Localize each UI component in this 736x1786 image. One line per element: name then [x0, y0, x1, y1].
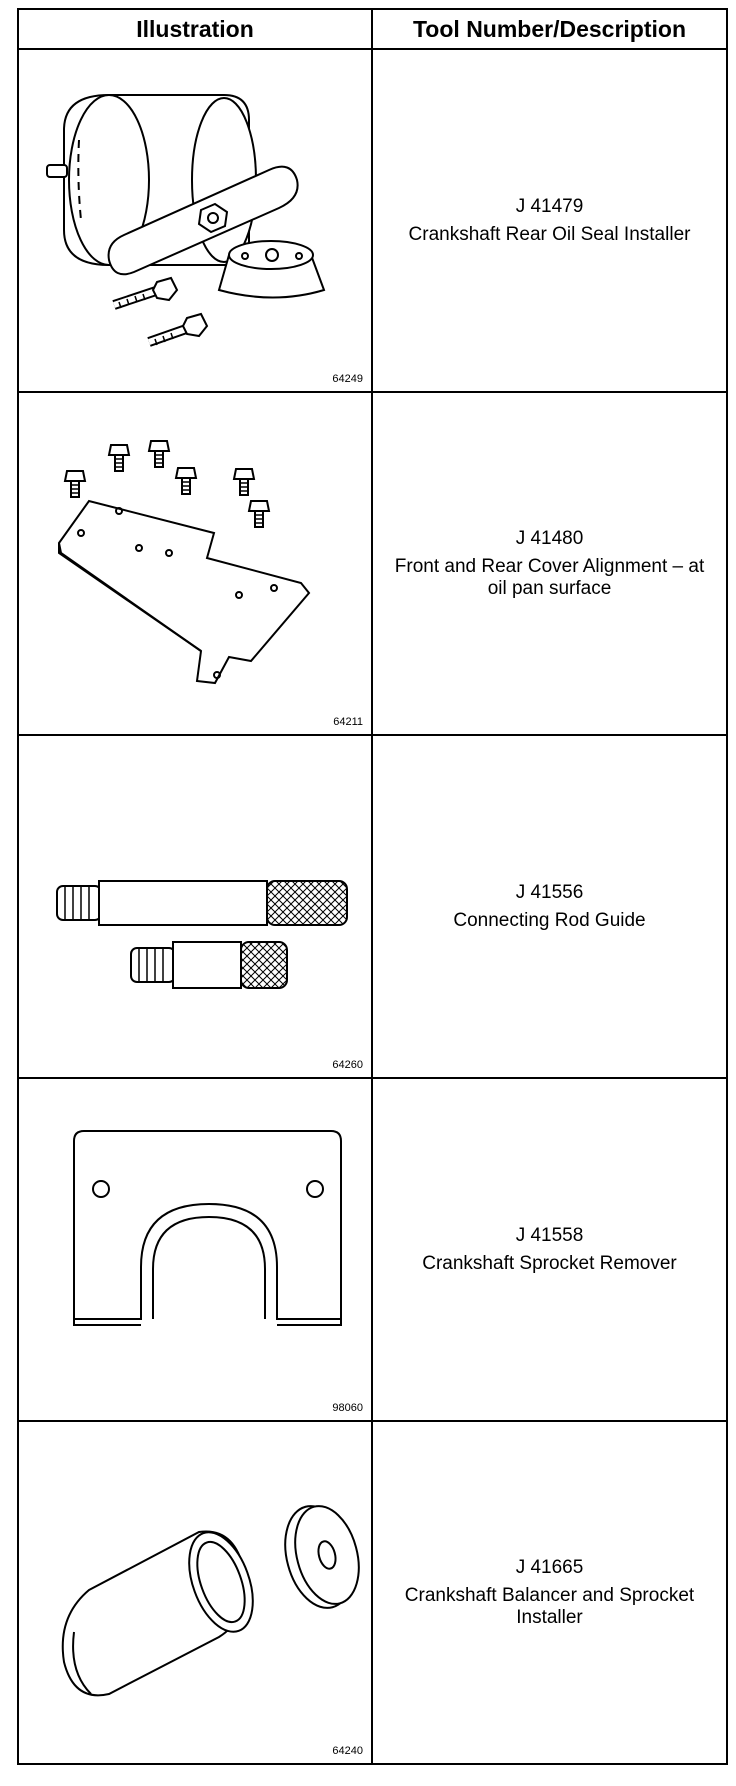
illustration-cell: 64260 [17, 734, 373, 1079]
illustration-cell: 64211 [17, 391, 373, 736]
tool-description: Crankshaft Sprocket Remover [422, 1252, 677, 1274]
tool-description-cell: J 41665 Crankshaft Balancer and Sprocket… [371, 1420, 728, 1765]
special-tools-table: Illustration Tool Number/Description [17, 8, 728, 1765]
tool-number: J 41479 [515, 195, 584, 217]
tool-number: J 41480 [515, 527, 584, 549]
tool-number: J 41558 [515, 1224, 584, 1246]
figure-number: 64240 [332, 1745, 363, 1757]
illustration-header: Illustration [17, 8, 373, 50]
figure-number: 64249 [332, 373, 363, 385]
tool-description: Crankshaft Rear Oil Seal Installer [408, 223, 691, 245]
rod-guide-icon [56, 880, 348, 989]
table-row: 98060 J 41558 Crankshaft Sprocket Remove… [17, 1077, 728, 1422]
seal-installer-icon [46, 94, 326, 347]
illustration-cell: 64240 [17, 1420, 373, 1765]
table-row: 64260 J 41556 Connecting Rod Guide [17, 734, 728, 1079]
tool-description-cell: J 41558 Crankshaft Sprocket Remover [371, 1077, 728, 1422]
tool-description-cell: J 41479 Crankshaft Rear Oil Seal Install… [371, 48, 728, 393]
header-row: Illustration Tool Number/Description [17, 8, 728, 50]
sprocket-remover-icon [73, 1130, 342, 1326]
tool-description: Front and Rear Cover Alignment – at oil … [394, 555, 705, 599]
table-row: 64211 J 41480 Front and Rear Cover Align… [17, 391, 728, 736]
balancer-installer-icon [61, 1505, 360, 1697]
table-row: 64240 J 41665 Crankshaft Balancer and Sp… [17, 1420, 728, 1765]
tool-description: Connecting Rod Guide [453, 909, 646, 931]
figure-number: 98060 [332, 1402, 363, 1414]
tool-number: J 41556 [515, 881, 584, 903]
figure-number: 64260 [332, 1059, 363, 1071]
tool-description-cell: J 41480 Front and Rear Cover Alignment –… [371, 391, 728, 736]
alignment-plate-icon [57, 440, 311, 685]
tool-description-cell: J 41556 Connecting Rod Guide [371, 734, 728, 1079]
table-row: 64249 J 41479 Crankshaft Rear Oil Seal I… [17, 48, 728, 393]
tool-description: Crankshaft Balancer and Sprocket Install… [404, 1584, 695, 1628]
figure-number: 64211 [333, 716, 363, 728]
tool-header: Tool Number/Description [371, 8, 728, 50]
illustration-cell: 64249 [17, 48, 373, 393]
tool-number: J 41665 [515, 1556, 584, 1578]
illustration-cell: 98060 [17, 1077, 373, 1422]
